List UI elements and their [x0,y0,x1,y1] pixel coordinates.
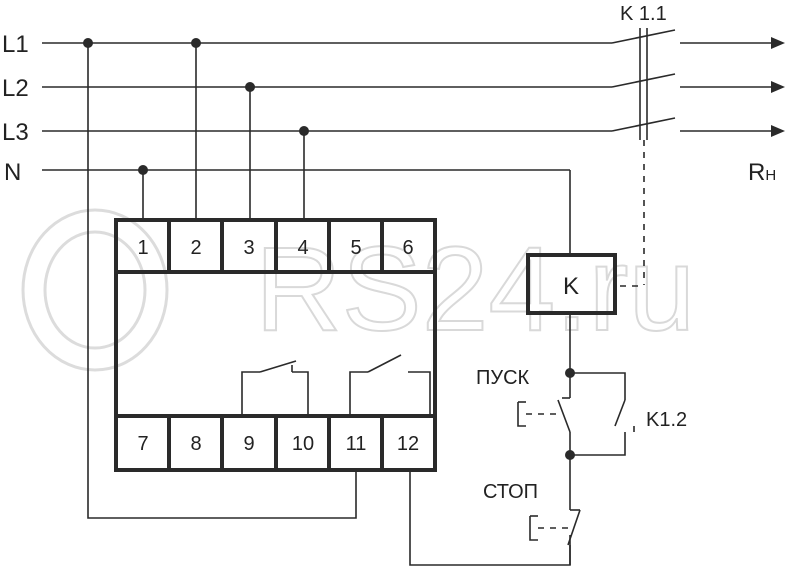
watermark: RS24.ru [21,208,696,372]
label-k11: K 1.1 [620,3,667,25]
terminal-7: 7 [137,433,148,455]
terminal-12: 12 [397,433,419,455]
start-button-label: ПУСК [476,367,530,389]
relay-module [114,218,437,472]
terminal-11: 11 [346,433,367,455]
output-arrows [680,37,785,137]
terminal-2: 2 [190,237,201,259]
label-n: N [4,159,21,186]
aux-contact-label: K1.2 [646,409,687,431]
coil-label: K [563,273,579,300]
load-subscript: H [765,167,776,184]
terminal-3: 3 [243,237,254,259]
label-l1: L1 [2,31,29,58]
label-l3: L3 [2,119,29,146]
terminal-9: 9 [243,433,254,455]
coil-k [526,253,617,315]
load-label: RH [748,159,776,186]
main-contacts [611,28,676,287]
terminal-10: 10 [292,433,314,455]
terminal-4: 4 [297,237,308,259]
terminal-numbers: 1 2 3 4 5 6 7 8 9 10 11 12 [137,237,419,455]
label-l2: L2 [2,75,29,102]
load-r: R [748,159,765,186]
control-circuit [517,170,635,565]
terminal-5: 5 [350,237,361,259]
terminal-6: 6 [402,237,413,259]
terminal-1: 1 [137,237,148,259]
terminal-8: 8 [190,433,201,455]
watermark-text: RS24.ru [255,222,695,356]
supply-lines [42,42,612,171]
stop-button-label: СТОП [483,481,538,503]
